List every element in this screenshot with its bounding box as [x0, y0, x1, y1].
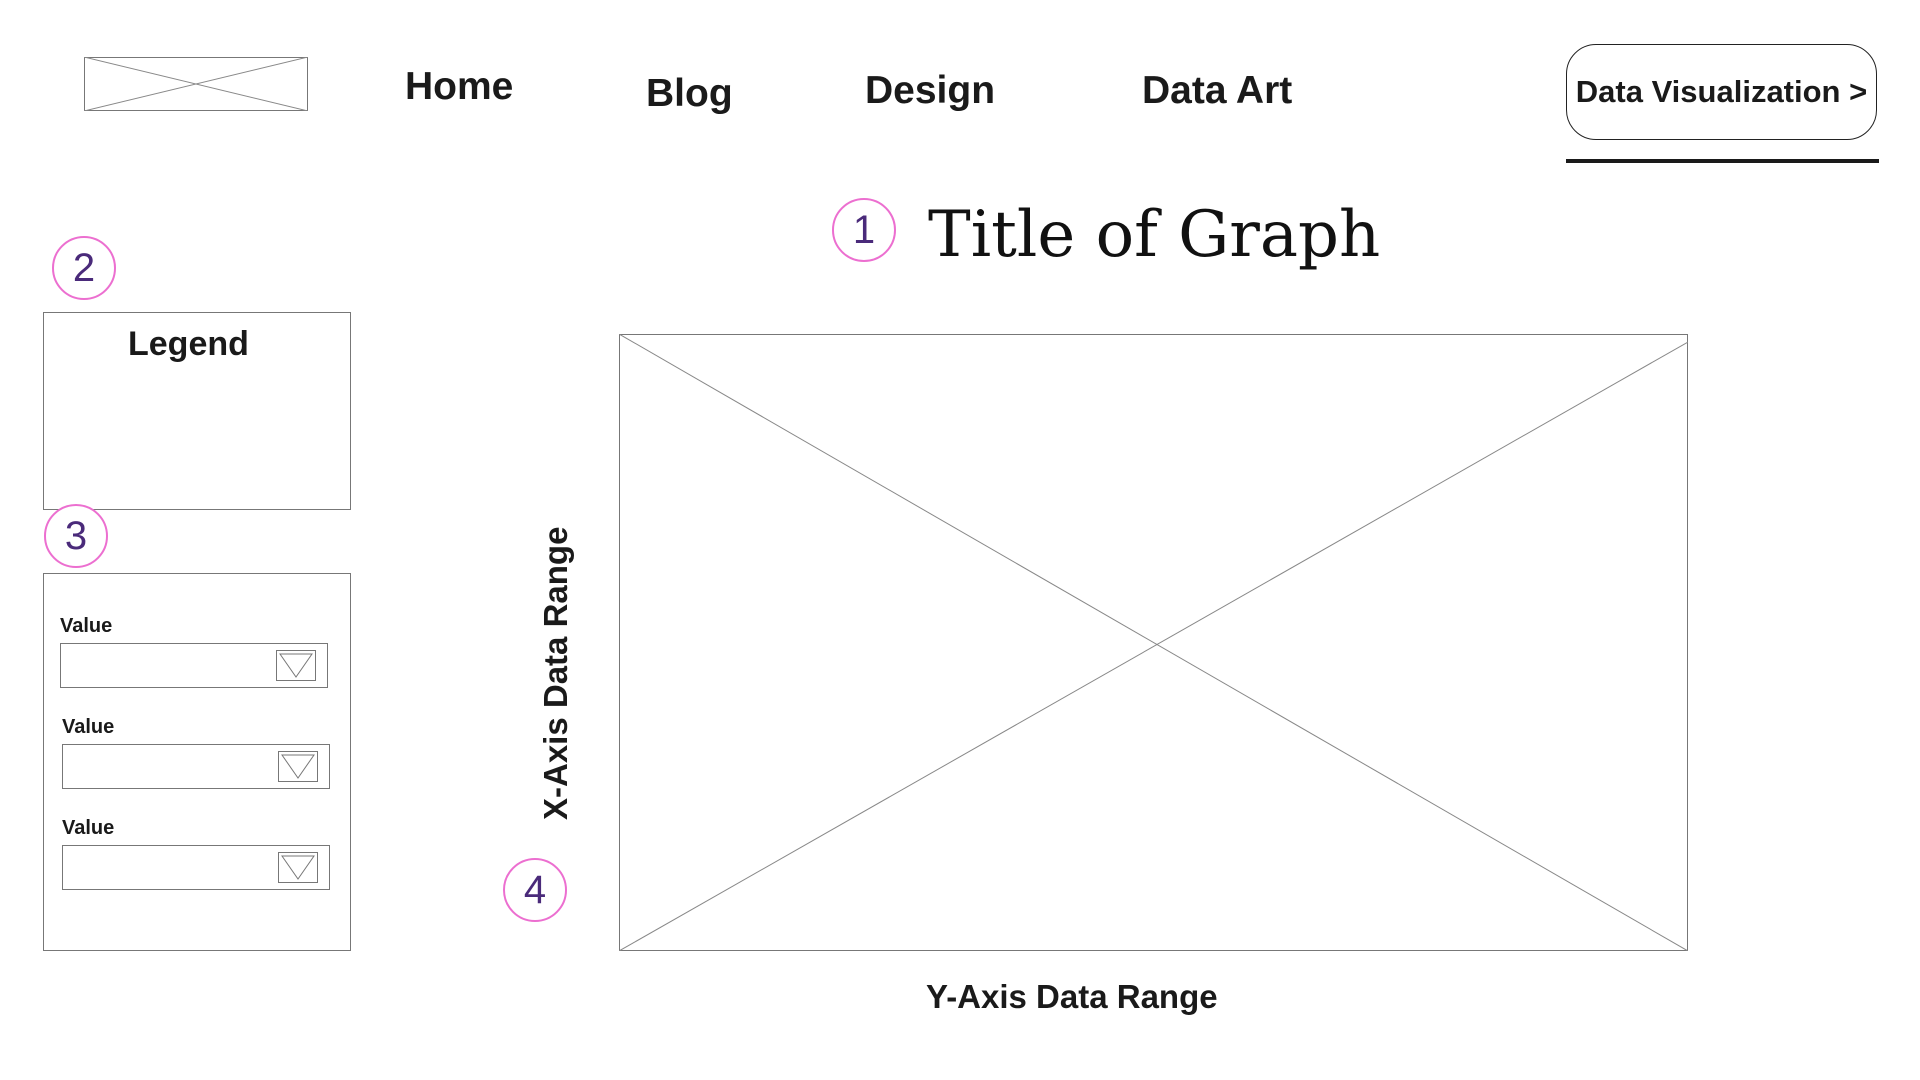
annotation-marker-3: 3 [44, 504, 108, 568]
filter-label: Value [60, 615, 113, 637]
chart-placeholder [618, 333, 1689, 952]
annotation-marker-4: 4 [503, 858, 567, 922]
value-select[interactable] [62, 845, 330, 890]
nav-link-home[interactable]: Home [405, 65, 514, 108]
dropdown-arrow-icon [276, 650, 316, 681]
nav-link-data-art[interactable]: Data Art [1142, 69, 1293, 112]
value-select[interactable] [62, 744, 330, 789]
y-axis-label: Y-Axis Data Range [926, 978, 1218, 1015]
nav-link-design[interactable]: Design [865, 69, 996, 112]
data-visualization-button[interactable]: Data Visualization > [1566, 44, 1877, 140]
value-select[interactable] [60, 643, 328, 688]
dropdown-arrow-icon [278, 751, 318, 782]
filter-label: Value [62, 716, 115, 738]
filter-label: Value [62, 817, 115, 839]
filter-panel [43, 573, 351, 951]
logo-placeholder[interactable] [83, 56, 309, 112]
legend-title: Legend [128, 325, 249, 363]
dropdown-arrow-icon [278, 852, 318, 883]
active-nav-underline [1566, 159, 1879, 163]
graph-title: Title of Graph [928, 198, 1381, 272]
nav-link-blog[interactable]: Blog [646, 72, 733, 115]
image-placeholder-icon [618, 333, 1689, 952]
legend-box [43, 312, 351, 510]
x-axis-label: X-Axis Data Range [537, 526, 574, 820]
annotation-marker-1: 1 [832, 198, 896, 262]
annotation-marker-2: 2 [52, 236, 116, 300]
image-placeholder-icon [83, 56, 309, 112]
